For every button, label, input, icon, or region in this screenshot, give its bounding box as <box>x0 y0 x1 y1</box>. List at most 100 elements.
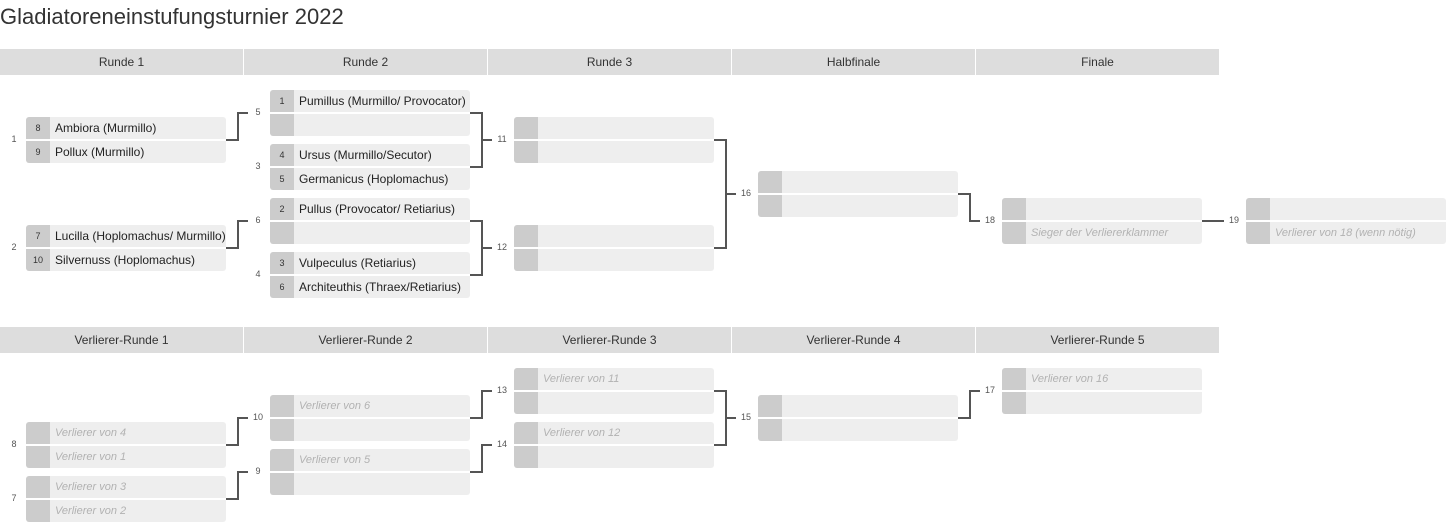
participant-name <box>538 392 714 414</box>
match-slot[interactable] <box>758 171 958 193</box>
page-title: Gladiatoreneinstufungsturnier 2022 <box>0 4 344 29</box>
match-slot[interactable] <box>270 473 470 495</box>
match-slot[interactable]: Verlierer von 1 <box>26 446 226 468</box>
participant-name: Lucilla (Hoplomachus/ Murmillo) <box>50 225 226 247</box>
match-19[interactable]: Verlierer von 18 (wenn nötig) <box>1246 198 1446 244</box>
seed-badge <box>514 249 538 271</box>
match-slot[interactable]: Verlierer von 11 <box>514 368 714 390</box>
match-number: 11 <box>497 134 507 144</box>
seed-badge <box>514 422 538 444</box>
seed-badge <box>758 171 782 193</box>
match-number: 18 <box>984 215 995 225</box>
match-17[interactable]: Verlierer von 16 <box>1002 368 1202 414</box>
match-slot[interactable] <box>514 249 714 271</box>
participant-name <box>538 225 714 247</box>
match-slot[interactable] <box>758 395 958 417</box>
connector-line <box>226 220 248 249</box>
match-slot[interactable]: Verlierer von 12 <box>514 422 714 444</box>
match-slot[interactable]: Verlierer von 18 (wenn nötig) <box>1246 222 1446 244</box>
match-12[interactable] <box>514 225 714 271</box>
placeholder-label: Verlierer von 18 (wenn nötig) <box>1270 222 1446 244</box>
match-slot[interactable] <box>1246 198 1446 220</box>
match-number: 17 <box>984 385 995 395</box>
match-slot[interactable] <box>270 419 470 441</box>
match-slot[interactable]: Verlierer von 4 <box>26 422 226 444</box>
connector-line <box>226 471 248 500</box>
match-slot[interactable] <box>758 419 958 441</box>
seed-badge <box>758 395 782 417</box>
match-slot[interactable] <box>514 117 714 139</box>
connector-line <box>714 139 736 249</box>
seed-badge: 6 <box>270 276 294 298</box>
loser-round-header-1: Verlierer-Runde 1 <box>0 327 243 353</box>
seed-badge <box>270 449 294 471</box>
match-slot[interactable]: Verlierer von 2 <box>26 500 226 522</box>
connector-line <box>470 112 492 168</box>
participant-name: Silvernuss (Hoplomachus) <box>50 249 226 271</box>
match-number: 6 <box>255 215 261 225</box>
match-slot[interactable] <box>514 225 714 247</box>
match-11[interactable] <box>514 117 714 163</box>
match-18[interactable]: Sieger der Verliererklammer <box>1002 198 1202 244</box>
match-14[interactable]: Verlierer von 12 <box>514 422 714 468</box>
seed-badge <box>1002 198 1026 220</box>
seed-badge <box>26 476 50 498</box>
connector-line <box>226 112 248 141</box>
match-slot[interactable]: Verlierer von 5 <box>270 449 470 471</box>
seed-badge <box>758 419 782 441</box>
match-13[interactable]: Verlierer von 11 <box>514 368 714 414</box>
participant-name <box>1270 198 1446 220</box>
match-slot[interactable] <box>270 222 470 244</box>
match-slot[interactable]: Verlierer von 6 <box>270 395 470 417</box>
match-slot[interactable] <box>1002 392 1202 414</box>
match-slot[interactable] <box>514 392 714 414</box>
seed-badge <box>514 392 538 414</box>
connector-line <box>226 417 248 446</box>
seed-badge <box>514 225 538 247</box>
match-10[interactable]: Verlierer von 6 <box>270 395 470 441</box>
match-slot[interactable]: Verlierer von 16 <box>1002 368 1202 390</box>
participant-name <box>1026 392 1202 414</box>
connector-line <box>470 220 492 276</box>
match-slot[interactable] <box>758 195 958 217</box>
placeholder-label: Verlierer von 12 <box>538 422 714 444</box>
match-16[interactable] <box>758 171 958 217</box>
match-9[interactable]: Verlierer von 5 <box>270 449 470 495</box>
match-15[interactable] <box>758 395 958 441</box>
participant-name: Architeuthis (Thraex/Retiarius) <box>294 276 470 298</box>
match-slot[interactable] <box>514 141 714 163</box>
seed-badge <box>514 368 538 390</box>
match-slot[interactable] <box>270 114 470 136</box>
participant-name <box>538 249 714 271</box>
match-number: 12 <box>496 242 507 252</box>
match-slot[interactable]: Verlierer von 3 <box>26 476 226 498</box>
match-slot[interactable] <box>514 446 714 468</box>
match-slot[interactable]: Sieger der Verliererklammer <box>1002 222 1202 244</box>
placeholder-label: Verlierer von 4 <box>50 422 226 444</box>
seed-badge <box>26 422 50 444</box>
match-number: 2 <box>11 242 17 252</box>
match-slot[interactable] <box>1002 198 1202 220</box>
match-number: 15 <box>740 412 751 422</box>
round-header-2: Runde 2 <box>244 49 487 75</box>
seed-badge <box>26 446 50 468</box>
match-number: 7 <box>11 493 17 503</box>
